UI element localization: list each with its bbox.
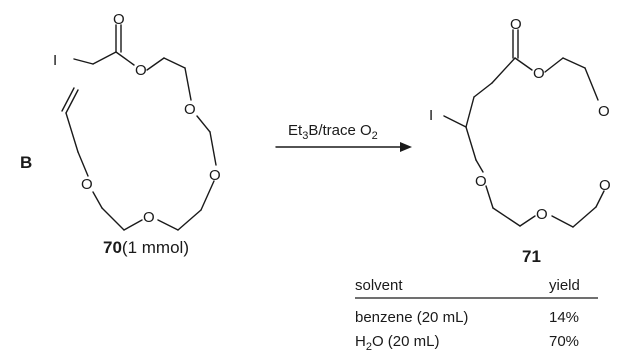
product-id: 71 [522, 247, 541, 266]
reactant-id: 70 [103, 238, 122, 257]
reactant-70-structure [61, 24, 217, 231]
product-71-structure [443, 29, 605, 228]
table-row-yield: 70% [549, 333, 579, 350]
reactant-ether-oxygen-3: O [143, 209, 155, 226]
reaction-conditions: Et3B/trace O2 [288, 122, 378, 142]
product-ether-oxygen-1: O [598, 103, 610, 120]
product-iodine-atom: I [429, 107, 433, 124]
product-ester-oxygen: O [533, 65, 545, 82]
table-header-yield: yield [549, 277, 580, 294]
product-ether-oxygen-3: O [536, 206, 548, 223]
product-ether-oxygen-2: O [475, 173, 487, 190]
product-carbonyl-oxygen: O [510, 16, 522, 33]
panel-label: B [20, 153, 32, 172]
solvent-yield-table: solvent yield benzene (20 mL) 14% H2O (2… [355, 277, 598, 353]
table-row-solvent: benzene (20 mL) [355, 309, 468, 326]
reactant-ether-oxygen-2: O [209, 167, 221, 184]
table-row-yield: 14% [549, 309, 579, 326]
reaction-arrow [275, 142, 412, 152]
table-row-solvent: H2O (20 mL) [355, 333, 439, 353]
table-header-solvent: solvent [355, 277, 403, 294]
reactant-ester-oxygen: O [135, 62, 147, 79]
reactant-amount: (1 mmol) [122, 238, 189, 257]
reactant-iodine-atom: I [53, 52, 57, 69]
product-ether-oxygen-4: O [599, 177, 611, 194]
reactant-ether-oxygen-4: O [81, 176, 93, 193]
reactant-ether-oxygen-1: O [184, 101, 196, 118]
reactant-carbonyl-oxygen: O [113, 11, 125, 28]
reactant-caption: 70(1 mmol) [103, 238, 189, 257]
